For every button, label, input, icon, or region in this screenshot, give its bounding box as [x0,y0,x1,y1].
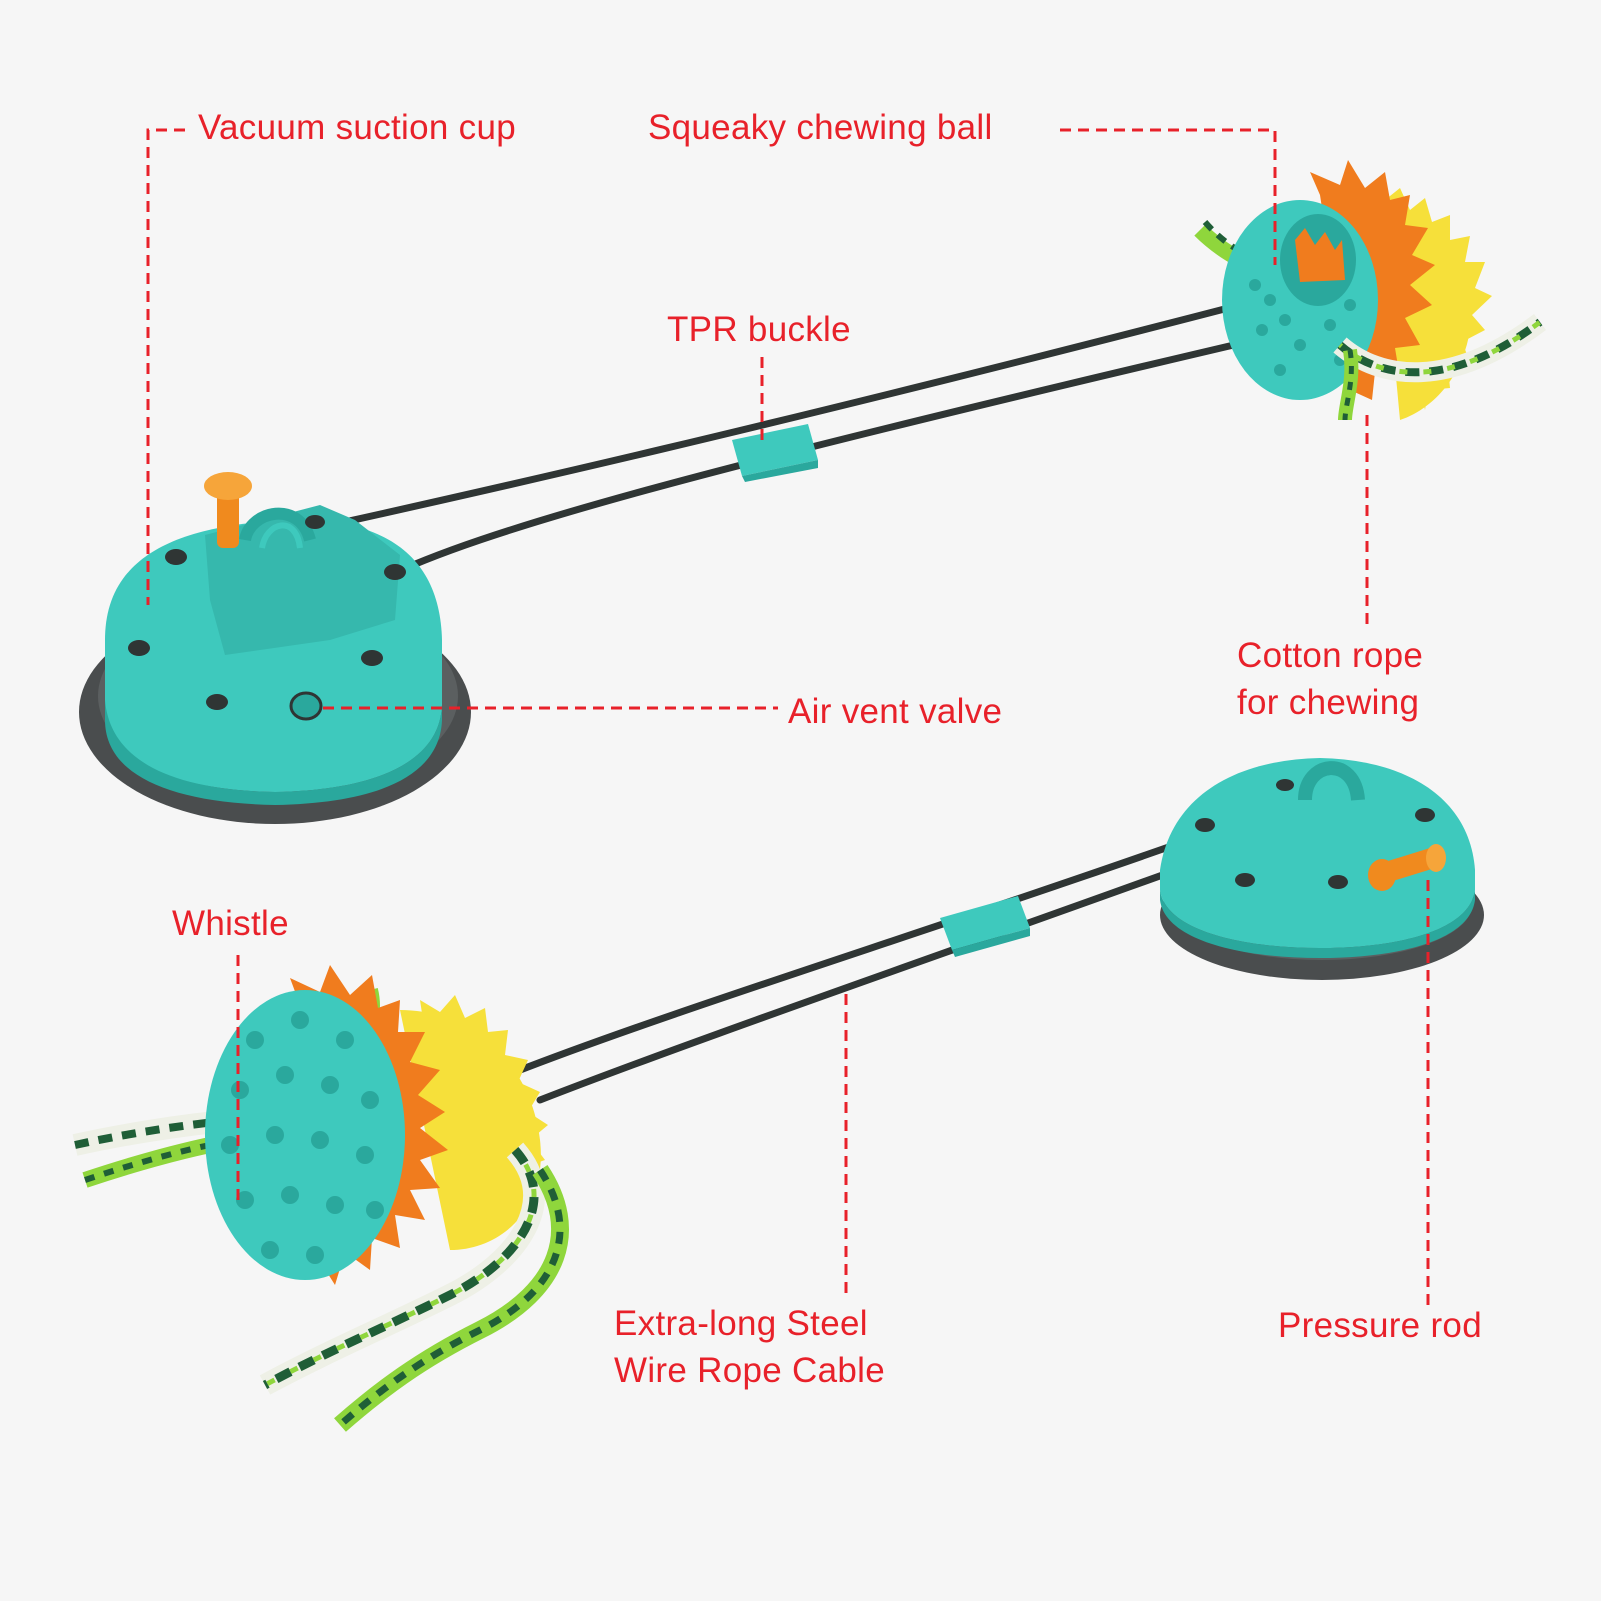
leader-lines [146,128,1430,1305]
label-pressure-rod: Pressure rod [1278,1306,1482,1345]
chewing-ball-top [1194,160,1547,421]
label-steel-cable: Extra-long Steel Wire Rope Cable [614,1300,885,1394]
label-cotton-rope-line-1: Cotton rope [1237,636,1424,675]
label-vacuum-suction-cup: Vacuum suction cup [198,108,516,147]
suction-cup-top [79,472,471,824]
label-cotton-rope-line-2: for chewing [1237,683,1420,722]
label-whistle: Whistle [172,904,289,943]
label-tpr-buckle: TPR buckle [667,310,851,349]
tpr-buckle-top [732,424,818,482]
chewing-ball-bottom [72,965,569,1432]
label-steel-cable-line-2: Wire Rope Cable [614,1351,885,1390]
label-cotton-rope: Cotton rope for chewing [1237,632,1423,726]
leader-vacuum-suction-cup [146,128,185,605]
label-air-vent-valve: Air vent valve [788,692,1003,731]
label-steel-cable-line-1: Extra-long Steel [614,1304,868,1343]
suction-cup-bottom [1160,758,1484,980]
tpr-buckle-bottom [940,896,1030,957]
label-squeaky-chewing-ball: Squeaky chewing ball [648,108,993,147]
